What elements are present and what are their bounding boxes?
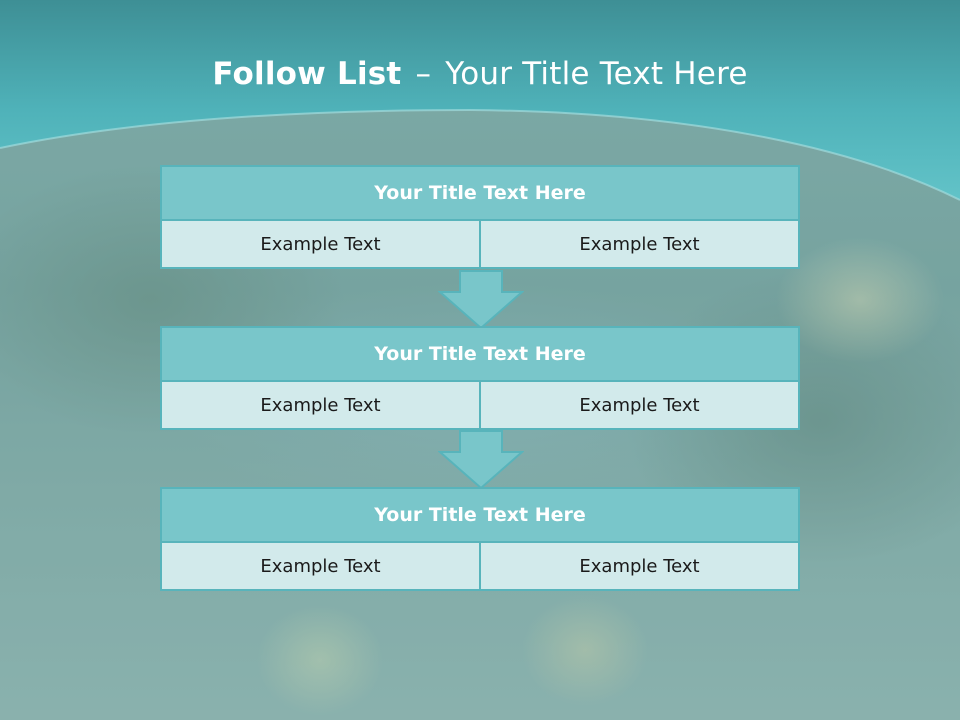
- block-cell-right[interactable]: Example Text: [479, 541, 800, 591]
- list-block-1[interactable]: Your Title Text Here Example Text Exampl…: [160, 165, 800, 269]
- block-title[interactable]: Your Title Text Here: [160, 326, 800, 382]
- down-arrow-icon: [438, 430, 524, 490]
- slide-title-bold: Follow List: [212, 56, 402, 92]
- list-block-3[interactable]: Your Title Text Here Example Text Exampl…: [160, 487, 800, 591]
- block-row: Example Text Example Text: [160, 380, 800, 430]
- block-cell-right[interactable]: Example Text: [479, 219, 800, 269]
- slide-title-separator: –: [415, 56, 432, 92]
- slide-title: Follow List– Your Title Text Here: [0, 52, 960, 96]
- header-band: [0, 0, 960, 220]
- block-row: Example Text Example Text: [160, 541, 800, 591]
- block-title[interactable]: Your Title Text Here: [160, 165, 800, 221]
- block-cell-right[interactable]: Example Text: [479, 380, 800, 430]
- block-cell-left[interactable]: Example Text: [160, 380, 481, 430]
- down-arrow-icon: [438, 270, 524, 330]
- block-row: Example Text Example Text: [160, 219, 800, 269]
- block-cell-left[interactable]: Example Text: [160, 219, 481, 269]
- slide-title-rest: Your Title Text Here: [445, 56, 748, 92]
- list-block-2[interactable]: Your Title Text Here Example Text Exampl…: [160, 326, 800, 430]
- block-title[interactable]: Your Title Text Here: [160, 487, 800, 543]
- block-cell-left[interactable]: Example Text: [160, 541, 481, 591]
